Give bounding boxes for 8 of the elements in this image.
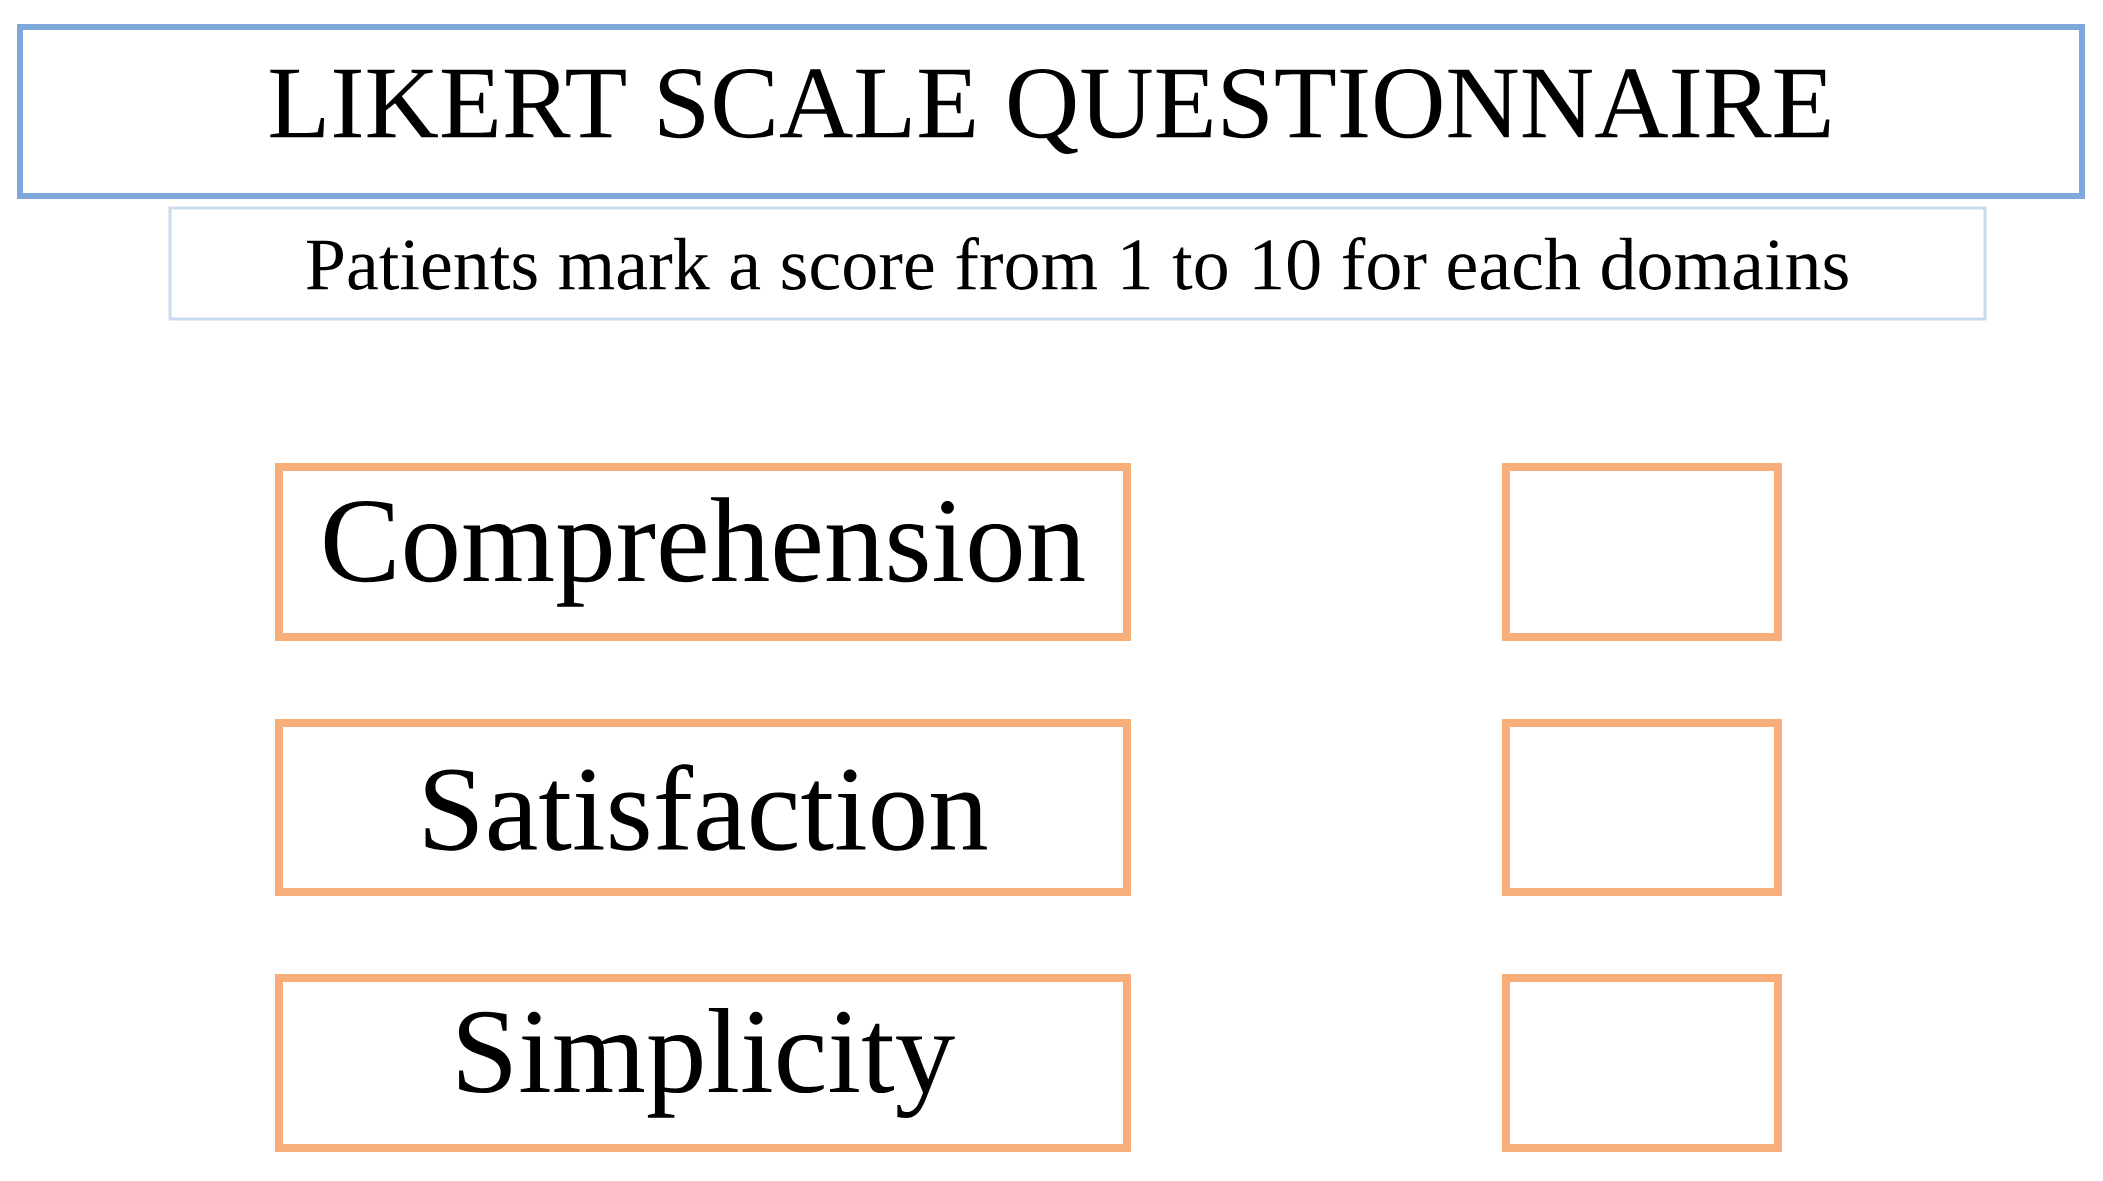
answer-box	[1502, 974, 1782, 1152]
domain-box: Comprehension	[275, 463, 1131, 641]
answer-box	[1502, 463, 1782, 641]
domain-box: Simplicity	[275, 974, 1131, 1152]
subtitle-box: Patients mark a score from 1 to 10 for each domains	[168, 206, 1987, 321]
answer-box	[1502, 719, 1782, 896]
domain-box: Satisfaction	[275, 719, 1131, 896]
title-box: LIKERT SCALE QUESTIONNAIRE	[17, 24, 2086, 199]
